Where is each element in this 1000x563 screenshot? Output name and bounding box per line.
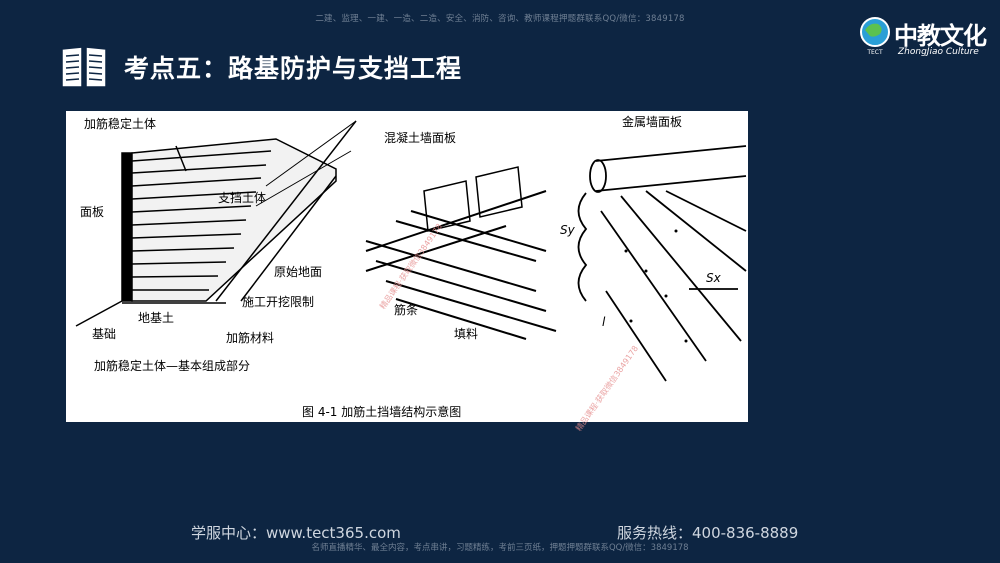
label-metal-panel: 金属墙面板 [622,115,683,129]
label-reinforcement-strip: 筋条 [394,303,419,317]
label-reinforced-body: 加筋稳定土体 [84,117,157,131]
title-bar: 考点五：路基防护与支挡工程 [58,40,462,94]
label-subgrade: 地基土 [138,311,175,325]
label-fill: 填料 [454,327,479,341]
logo-text-cn: 中教文化 [894,22,987,50]
label-panel: 面板 [80,205,105,219]
label-sub-caption: 加筋稳定土体—基本组成部分 [94,359,251,373]
label-l: l [602,315,606,329]
label-foundation: 基础 [92,327,117,341]
top-watermark: 二建、监理、一建、一造、二造、安全、消防、咨询、教师课程押题群联系QQ/微信：3… [315,14,685,24]
open-book-icon [61,46,107,88]
logo-text-en: ZhongJiao Culture [898,47,979,57]
globe-logo-icon: TECT [860,17,890,56]
figure-drawing [75,120,747,382]
label-concrete-panel: 混凝土墙面板 [384,131,457,145]
retaining-wall-figure: 加筋稳定土体 面板 支挡土体 原始地面 施工开挖限制 地基土 基础 加筋材料 加… [66,111,748,433]
label-original-ground: 原始地面 [274,265,323,279]
svg-text:TECT: TECT [866,49,883,56]
label-supported-soil: 支挡土体 [218,191,267,205]
service-center-text: 学服中心：www.tect365.com [191,524,401,542]
brand-logo: TECT 中教文化 ZhongJiao Culture [858,14,987,62]
label-sx: Sx [706,271,721,285]
page-title: 考点五：路基防护与支挡工程 [124,54,463,83]
label-excavation-limit: 施工开挖限制 [242,295,315,309]
label-sy: Sy [560,223,575,237]
hotline-text: 服务热线：400-836-8889 [617,524,799,542]
label-reinforcement-material: 加筋材料 [226,331,275,345]
bottom-watermark: 名师直播精华、最全内容，考点串讲，习题精练，考前三页纸，押题押题群联系QQ/微信… [311,543,689,553]
figure-caption: 图 4-1 加筋土挡墙结构示意图 [302,405,462,419]
